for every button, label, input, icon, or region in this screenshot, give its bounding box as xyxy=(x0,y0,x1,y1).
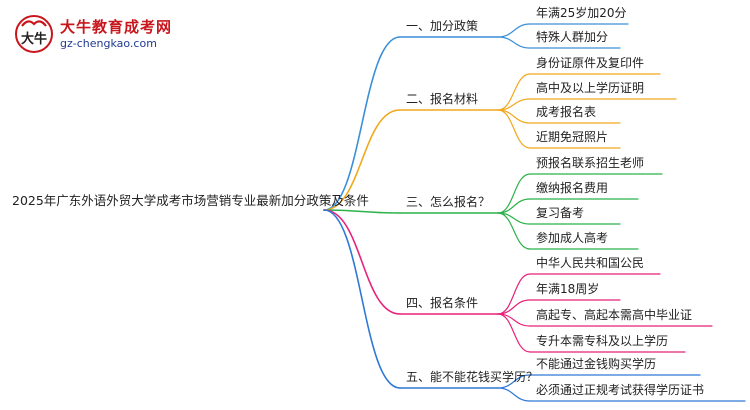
leaf-topic-4-4[interactable]: 专升本需专科及以上学历 xyxy=(536,334,669,348)
leaf-topic-4-1[interactable]: 中华人民共和国公民 xyxy=(536,256,645,270)
leaf-topic-2-1[interactable]: 身份证原件及复印件 xyxy=(536,56,645,70)
leaf-connector-4-4 xyxy=(497,313,531,353)
leaf-topic-1-2[interactable]: 特殊人群加分 xyxy=(536,30,609,44)
logo-mark-text: 大牛 xyxy=(21,31,47,47)
leaf-topic-2-3[interactable]: 成考报名表 xyxy=(536,105,597,119)
leaf-topic-2-2[interactable]: 高中及以上学历证明 xyxy=(536,81,645,95)
branch-connector-5 xyxy=(323,209,401,389)
leaf-topic-5-2[interactable]: 必须通过正规考试获得学历证书 xyxy=(536,383,705,397)
branch-connector-3 xyxy=(323,209,401,214)
branch-topic-4[interactable]: 四、报名条件 xyxy=(406,296,479,310)
branch-topic-5[interactable]: 五、能不能花钱买学历？ xyxy=(406,370,539,384)
branch-topic-2[interactable]: 二、报名材料 xyxy=(406,92,479,106)
leaf-topic-4-2[interactable]: 年满18周岁 xyxy=(536,282,600,296)
leaf-connector-2-4 xyxy=(497,109,531,149)
branch-connector-1 xyxy=(323,36,401,211)
ox-logo-icon: 大牛 xyxy=(15,15,53,53)
leaf-topic-1-1[interactable]: 年满25岁加20分 xyxy=(536,6,627,20)
leaf-connector-3-2 xyxy=(497,198,531,214)
leaf-connector-4-1 xyxy=(497,273,531,315)
leaf-connector-4-2 xyxy=(497,299,531,315)
branch-connector-2 xyxy=(323,109,401,211)
site-logo[interactable]: 大牛 大牛教育成考网 gz-chengkao.com xyxy=(14,14,194,56)
leaf-topic-3-3[interactable]: 复习备考 xyxy=(536,206,585,220)
branch-connector-4 xyxy=(323,209,401,315)
root-topic[interactable]: 2025年广东外语外贸大学成考市场营销专业最新加分政策及条件 xyxy=(12,193,369,208)
leaf-topic-3-1[interactable]: 预报名联系招生老师 xyxy=(536,156,645,170)
branch-topic-1[interactable]: 一、加分政策 xyxy=(406,19,479,33)
leaf-connector-5-2 xyxy=(497,387,531,402)
leaf-topic-2-4[interactable]: 近期免冠照片 xyxy=(536,130,609,144)
leaf-topic-4-3[interactable]: 高起专、高起本需高中毕业证 xyxy=(536,308,693,322)
leaf-topic-3-4[interactable]: 参加成人高考 xyxy=(536,231,609,245)
branch-topic-3[interactable]: 三、怎么报名？ xyxy=(406,195,491,209)
leaf-connector-1-2 xyxy=(497,36,531,49)
leaf-connector-1-1 xyxy=(497,23,531,38)
leaf-connector-3-1 xyxy=(497,173,531,214)
logo-title: 大牛教育成考网 xyxy=(60,18,173,36)
leaf-connector-3-4 xyxy=(497,212,531,250)
leaf-connector-5-1 xyxy=(497,374,531,389)
logo-url: gz-chengkao.com xyxy=(60,37,157,50)
leaf-topic-3-2[interactable]: 缴纳报名费用 xyxy=(536,181,609,195)
leaf-connector-2-1 xyxy=(497,73,531,111)
leaf-topic-5-1[interactable]: 不能通过金钱购买学历 xyxy=(536,357,657,371)
